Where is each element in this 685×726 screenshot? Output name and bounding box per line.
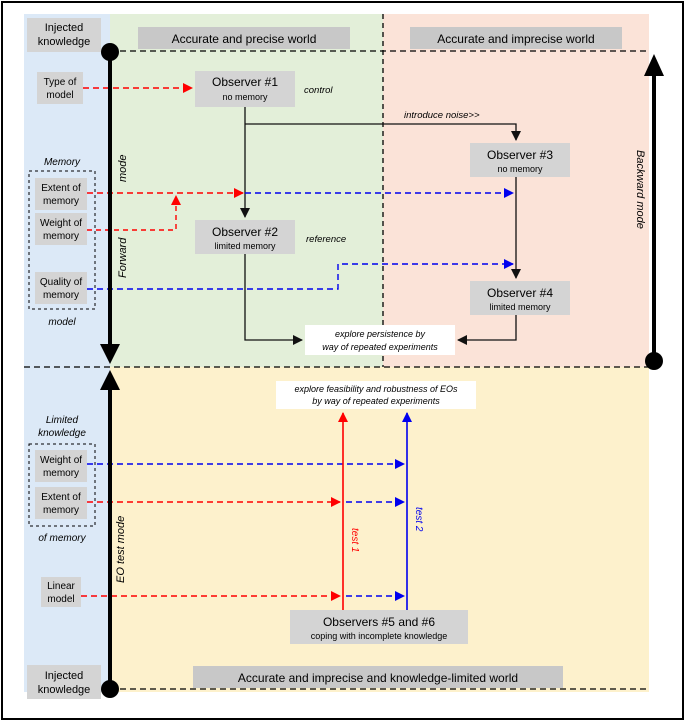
knowledge-limited-world-header <box>193 666 563 688</box>
precise-world-panel <box>110 14 383 367</box>
weight-of-memory-box-2 <box>35 450 87 482</box>
linear-model-box <box>41 577 81 607</box>
backward-mode-label: Backward mode <box>634 150 646 229</box>
blue-arrow-quality-to-o4 <box>87 259 514 290</box>
backward-mode-arrowhead <box>644 54 664 76</box>
backward-mode-start-dot <box>645 352 663 370</box>
precise-world-header <box>138 27 350 49</box>
left-panel-bottom <box>24 367 110 692</box>
type-of-model-box <box>37 72 83 104</box>
observer-3-box <box>470 143 570 177</box>
of-memory-caption: of memory <box>38 533 86 544</box>
red-arrow-weight <box>87 195 181 231</box>
test-1-label: test 1 <box>349 528 360 552</box>
limited-knowledge-group-box <box>28 443 96 527</box>
imprecise-world-header <box>410 27 622 49</box>
reference-label: reference <box>306 234 346 245</box>
svg-text:limited memory: limited memory <box>489 302 551 312</box>
mode-label: mode <box>117 154 129 182</box>
forward-mode-arrowhead <box>100 344 120 364</box>
arrow-noise-to-o3 <box>245 123 521 141</box>
arrow-o2-to-persistence <box>244 254 303 345</box>
model-caption: model <box>48 317 76 328</box>
observer-4-box <box>470 281 570 315</box>
observer-1-box <box>195 71 295 107</box>
svg-text:Accurate and imprecise and kno: Accurate and imprecise and knowledge-lim… <box>238 671 518 685</box>
observer-2-box <box>195 220 295 254</box>
svg-text:limited memory: limited memory <box>214 241 276 251</box>
svg-text:no memory: no memory <box>222 92 268 102</box>
forward-label: Forward <box>117 237 129 278</box>
svg-text:Observer #3: Observer #3 <box>487 148 553 162</box>
svg-text:explore feasibility and robust: explore feasibility and robustness of EO… <box>294 384 458 406</box>
extent-of-memory-box <box>35 178 87 210</box>
feasibility-note-box <box>276 381 476 409</box>
memory-group-box <box>28 170 96 310</box>
extent-of-memory-box-2 <box>35 487 87 519</box>
eo-test-mode-label: EO test mode <box>115 516 127 583</box>
test-2-label: test 2 <box>413 507 424 532</box>
control-label: control <box>304 85 333 96</box>
eo-test-arrowhead <box>100 370 120 390</box>
arrow-o4-to-persistence <box>457 315 517 345</box>
quality-of-memory-box <box>35 272 87 304</box>
persistence-note-box <box>305 325 455 355</box>
injected-knowledge-bottom-box <box>27 665 101 699</box>
svg-text:coping with incomplete knowled: coping with incomplete knowledge <box>311 631 448 641</box>
forward-mode-start-dot <box>101 43 119 61</box>
eo-test-start-dot <box>101 680 119 698</box>
svg-text:Observer #4: Observer #4 <box>487 286 553 300</box>
svg-text:Observer #1: Observer #1 <box>212 75 278 89</box>
injected-knowledge-top-box <box>27 18 101 52</box>
svg-text:Observer #2: Observer #2 <box>212 225 278 239</box>
svg-text:no memory: no memory <box>497 164 543 174</box>
svg-text:Observers #5 and #6: Observers #5 and #6 <box>323 615 435 629</box>
svg-text:Accurate and imprecise world: Accurate and imprecise world <box>437 32 594 46</box>
observers-5-6-box <box>290 610 468 644</box>
memory-title: Memory <box>44 157 81 168</box>
introduce-noise-label: introduce noise>> <box>404 110 480 121</box>
weight-of-memory-box <box>35 213 87 245</box>
svg-text:Accurate and precise world: Accurate and precise world <box>172 32 317 46</box>
